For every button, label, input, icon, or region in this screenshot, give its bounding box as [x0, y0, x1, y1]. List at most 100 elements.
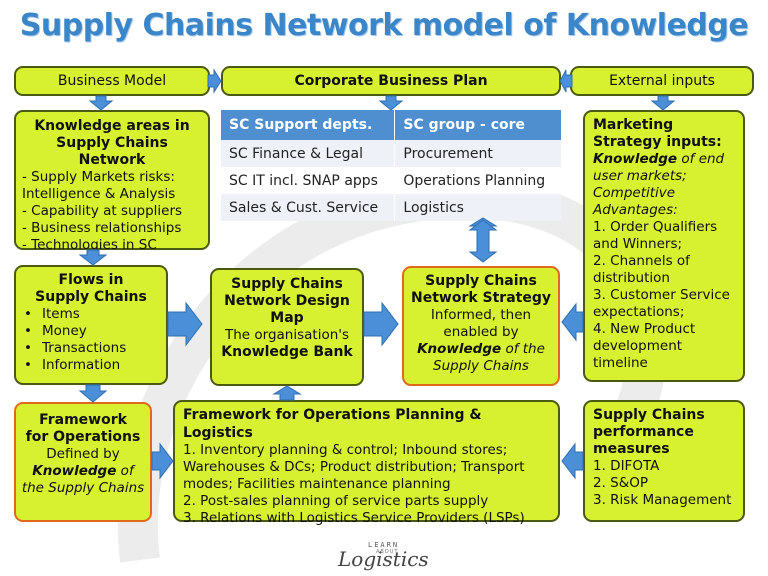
table-row: SC Finance & Legal Procurement	[221, 140, 561, 167]
strategy-line: enabled by	[443, 324, 519, 340]
table-header-support: SC Support depts.	[221, 110, 395, 140]
table-cell: SC Finance & Legal	[221, 140, 395, 167]
framework-ops-line: Defined by	[46, 446, 120, 462]
design-map-box: Supply Chains Network Design Map The org…	[210, 268, 364, 386]
knowledge-areas-title-line: Supply Chains Network	[56, 135, 168, 168]
performance-title-line: performance	[593, 424, 694, 440]
flows-title: Flows in Supply Chains	[24, 272, 158, 306]
list-item: distribution	[593, 270, 670, 286]
knowledge-emphasis: Knowledge	[593, 151, 678, 167]
strategy-title-line: Supply Chains	[425, 273, 537, 289]
list-item: •Information	[24, 357, 121, 373]
list-item: timeline	[593, 355, 648, 371]
flows-box: Flows in Supply Chains •Items •Money •Tr…	[14, 265, 168, 385]
arrow-right-icon	[363, 301, 399, 347]
logo-top: LEARN	[368, 541, 400, 549]
marketing-title-line: Marketing	[593, 117, 674, 133]
arrow-up-icon	[272, 385, 302, 401]
table-cell: Operations Planning	[394, 167, 561, 194]
strategy-line: Informed, then	[430, 307, 532, 323]
arrow-down-icon	[88, 95, 114, 111]
framework-ops-title: Framework for Operations	[18, 412, 148, 446]
logo-mid: ABOUT	[376, 549, 399, 555]
design-map-title-line: Network Design	[224, 293, 350, 309]
strategy-body: Informed, then enabled by Knowledge of t…	[408, 307, 554, 375]
knowledge-areas-list: - Supply Markets risks: Intelligence & A…	[22, 169, 202, 254]
list-item: - Technologies in SC	[22, 237, 157, 253]
list-item: expectations;	[593, 304, 685, 320]
list-item: 2. Post-sales planning of service parts …	[183, 493, 489, 509]
diagram-title: Supply Chains Network model of Knowledge	[19, 8, 749, 43]
learn-about-logistics-logo: LEARN ABOUT Logistics	[338, 541, 448, 571]
marketing-knowledge-line: Knowledge of end	[593, 151, 735, 168]
arrow-right-icon	[167, 301, 203, 347]
list-item: 2. Channels of	[593, 253, 690, 269]
table-cell: SC IT incl. SNAP apps	[221, 167, 395, 194]
list-item: development	[593, 338, 683, 354]
list-item: 4. New Product	[593, 321, 696, 337]
list-item: Warehouses & DCs; Product distribution; …	[183, 459, 525, 475]
table-cell: Procurement	[394, 140, 561, 167]
strategy-knowledge-line: Knowledge of the	[408, 341, 554, 358]
arrow-left-icon	[559, 69, 573, 93]
framework-ops-title-line: Framework	[39, 412, 127, 428]
marketing-of-end: of end	[677, 151, 725, 167]
strategy-of-the: of the	[501, 341, 545, 357]
logo-main: Logistics	[338, 547, 429, 571]
table-row: SC IT incl. SNAP apps Operations Plannin…	[221, 167, 561, 194]
knowledge-areas-box: Knowledge areas in Supply Chains Network…	[14, 110, 210, 253]
strategy-title-line: Network Strategy	[410, 290, 551, 306]
design-map-title-line: Supply Chains	[231, 276, 343, 292]
list-item: 1. Order Qualifiers	[593, 219, 718, 235]
list-item: 2. S&OP	[593, 475, 649, 491]
corporate-plan-label: Corporate Business Plan	[294, 73, 488, 89]
arrow-left-icon	[561, 442, 584, 480]
list-item: •Transactions	[24, 340, 127, 356]
design-map-bank: Knowledge Bank	[221, 344, 353, 360]
list-item: - Business relationships	[22, 220, 182, 236]
list-item: 3. Customer Service	[593, 287, 730, 303]
flows-title-line: Flows in	[58, 272, 124, 288]
marketing-strategy-box: Marketing Strategy inputs: Knowledge of …	[583, 110, 745, 382]
sc-departments-table: SC Support depts. SC group - core SC Fin…	[221, 110, 561, 221]
marketing-title: Marketing Strategy inputs:	[593, 117, 735, 151]
marketing-title-line: Strategy inputs:	[593, 134, 722, 150]
knowledge-emphasis: Knowledge	[417, 341, 502, 357]
arrow-down-icon	[650, 95, 676, 111]
design-map-title: Supply Chains Network Design Map	[216, 276, 358, 327]
arrow-down-icon	[378, 95, 404, 111]
knowledge-areas-title-line: Knowledge areas in	[34, 118, 190, 134]
framework-ops-supply-chains: the Supply Chains	[21, 480, 145, 496]
list-item: 1. DIFOTA	[593, 458, 660, 474]
table-header-core: SC group - core	[394, 110, 561, 140]
list-item-text: Information	[42, 357, 121, 373]
marketing-user-markets: user markets;	[593, 168, 687, 184]
list-item: •Items	[24, 306, 80, 322]
corporate-plan-box: Corporate Business Plan	[221, 66, 561, 96]
framework-planning-title: Framework for Operations Planning & Logi…	[183, 407, 482, 441]
marketing-competitive: Competitive	[593, 185, 676, 201]
list-item: 3. Risk Management	[593, 492, 732, 508]
table-cell: Logistics	[394, 194, 561, 221]
framework-ops-of: of	[116, 463, 134, 479]
framework-planning-list: 1. Inventory planning & control; Inbound…	[183, 442, 550, 527]
framework-ops-body: Defined by Knowledge of the Supply Chain…	[18, 446, 148, 497]
external-inputs-box: External inputs	[570, 66, 754, 96]
business-model-box: Business Model	[14, 66, 210, 96]
business-model-label: Business Model	[57, 73, 167, 89]
double-arrow-vertical-icon	[468, 219, 498, 263]
design-map-title-line: Map	[270, 310, 304, 326]
arrow-right-icon	[207, 68, 222, 94]
framework-ops-title-line: for Operations	[25, 429, 141, 445]
framework-ops-knowledge-line: Knowledge of	[18, 463, 148, 480]
list-item-text: Money	[42, 323, 87, 339]
framework-operations-box: Framework for Operations Defined by Know…	[14, 402, 152, 522]
arrow-left-icon	[561, 302, 584, 342]
table-cell: Sales & Cust. Service	[221, 194, 395, 221]
flows-list: •Items •Money •Transactions •Information	[24, 306, 158, 374]
arrow-right-icon	[151, 442, 174, 480]
arrow-down-icon	[78, 249, 108, 266]
flows-title-line: Supply Chains	[35, 289, 147, 305]
list-item: - Supply Markets risks:	[22, 169, 175, 185]
